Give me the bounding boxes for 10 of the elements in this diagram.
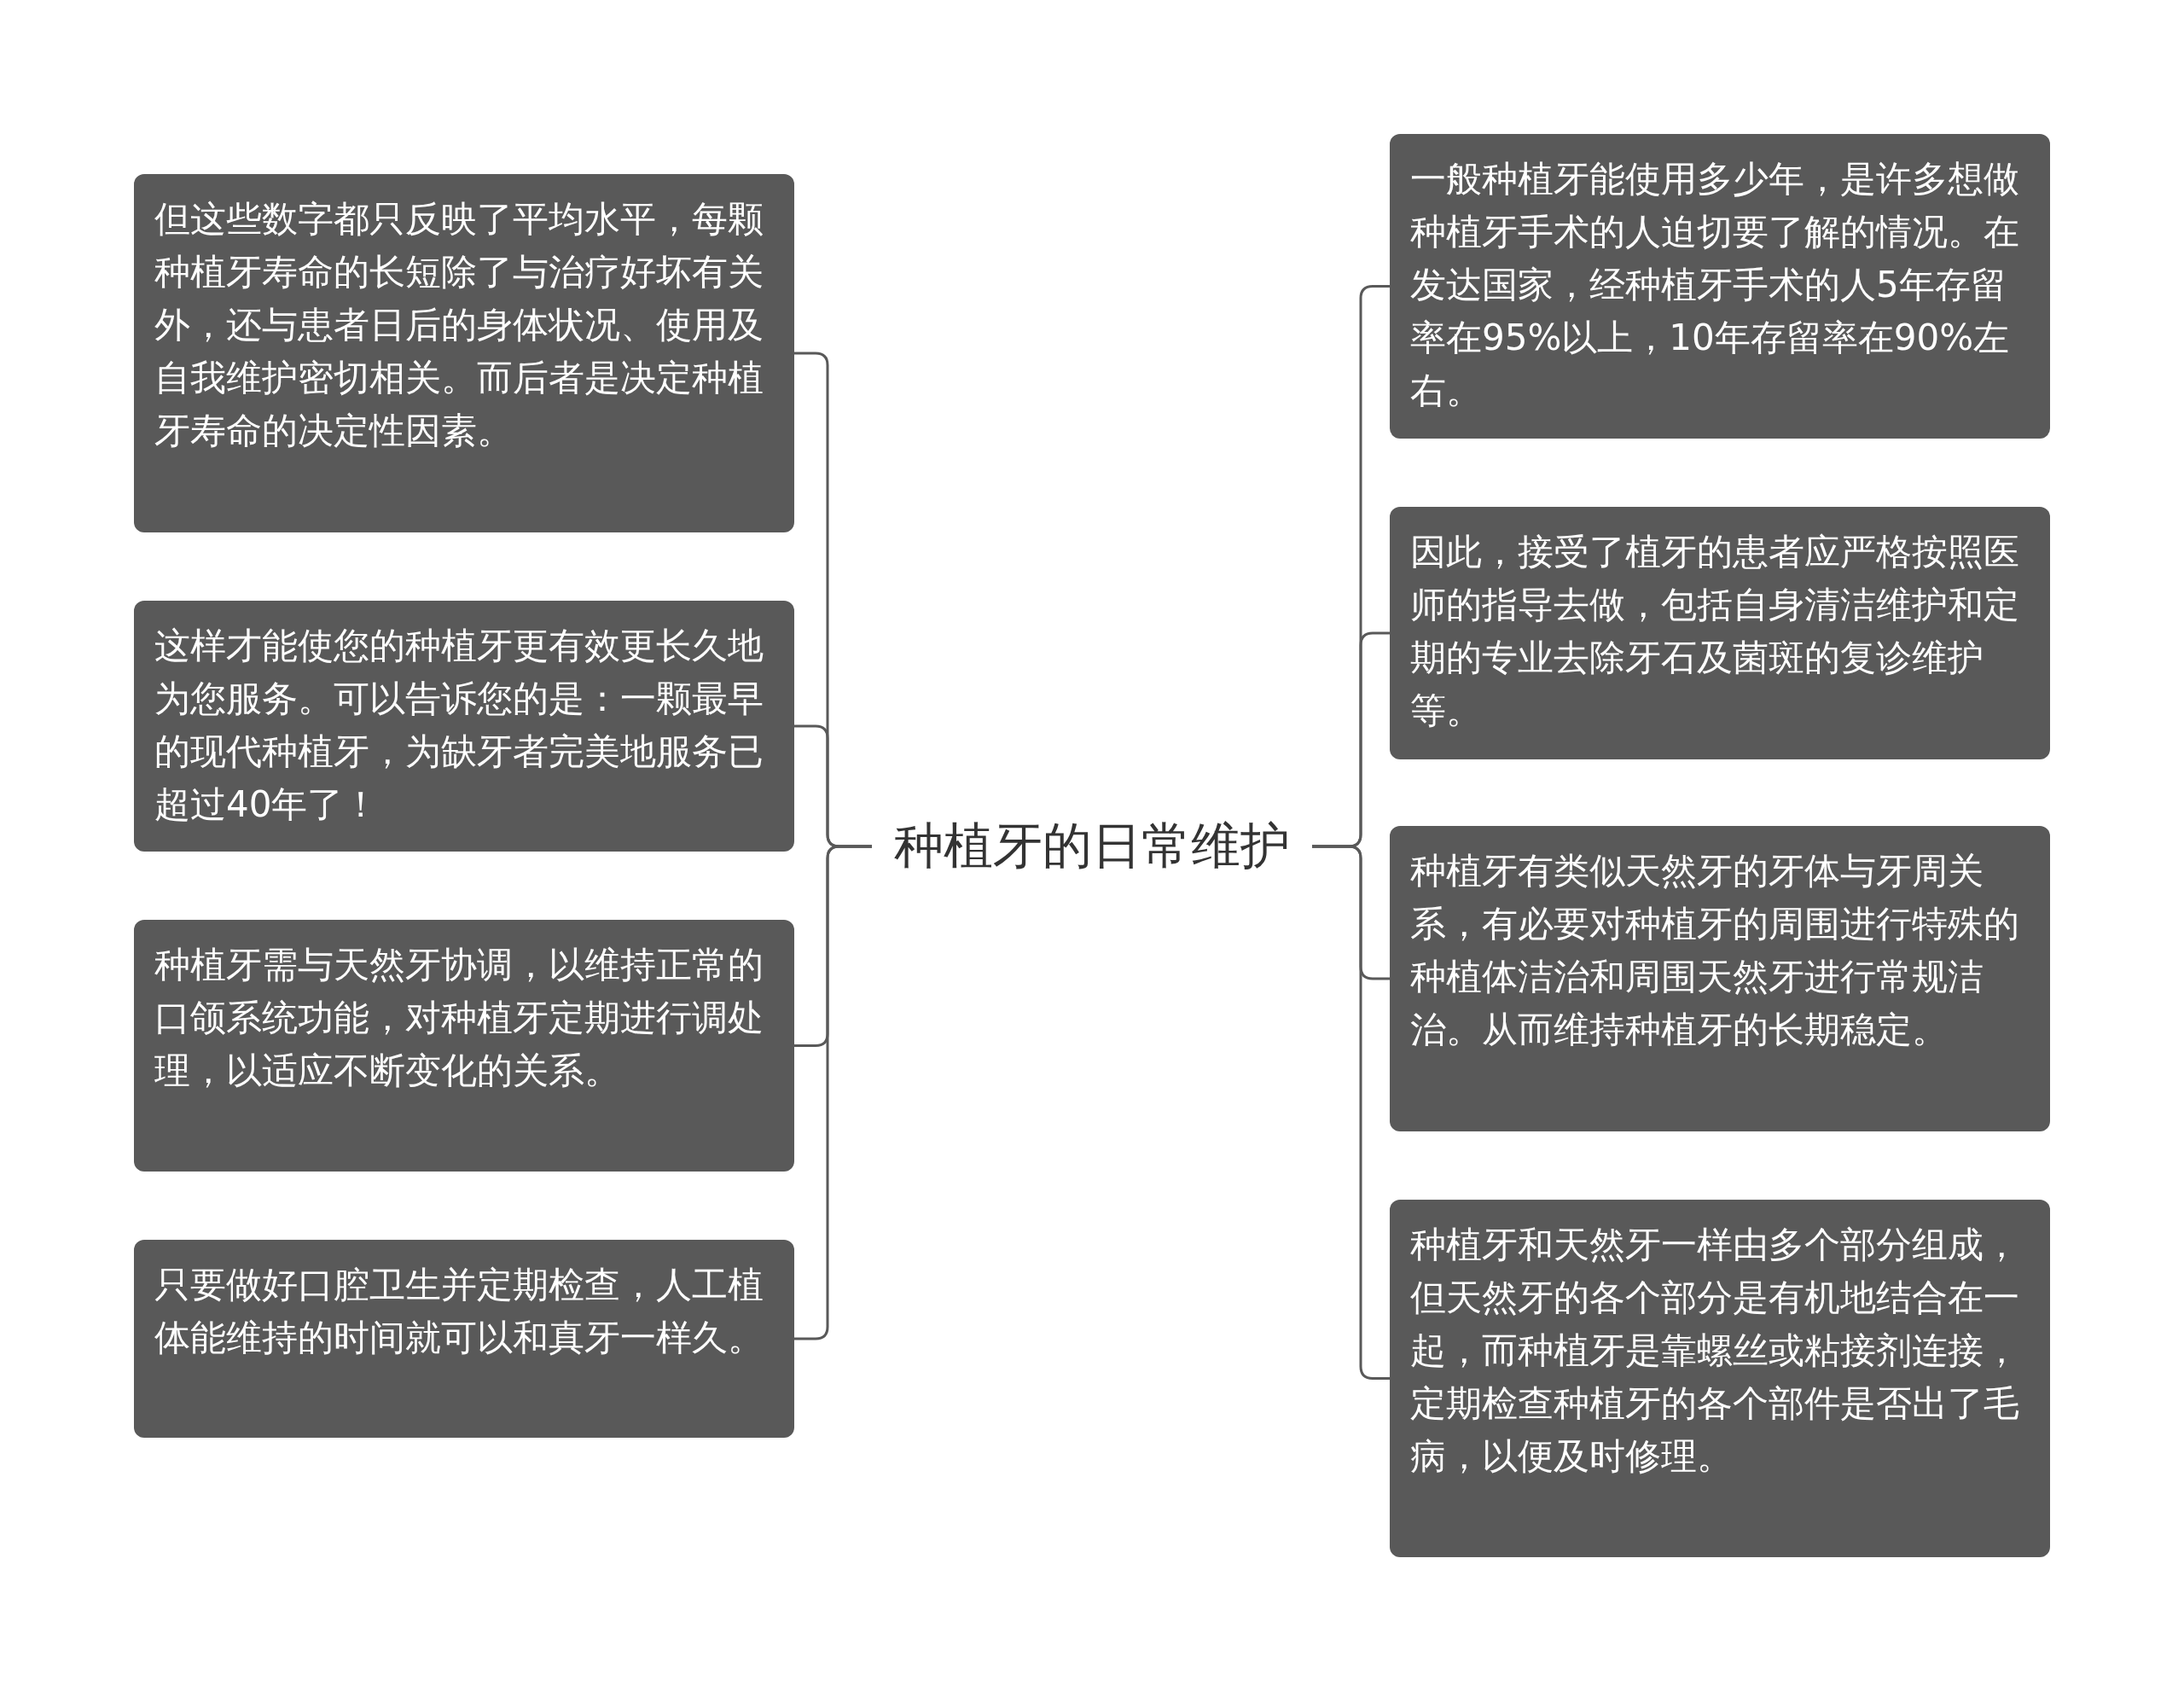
text-box: 一般种植牙能使用多少年，是许多想做种植牙手术的人迫切要了解的情况。在发达国家，经种植牙手术的人5年存留率在95%以上，10年存留率在90%左右。: [1390, 134, 2050, 439]
text-box: 因此，接受了植牙的患者应严格按照医师的指导去做，包括自身清洁维护和定期的专业去除牙石及菌斑的复诊维护等。: [1390, 507, 2050, 759]
central-topic: 种植牙的日常维护: [894, 816, 1290, 876]
text-box: 只要做好口腔卫生并定期检查，人工植体能维持的时间就可以和真牙一样久。: [134, 1240, 794, 1438]
text-box: 种植牙有类似天然牙的牙体与牙周关系，有必要对种植牙的周围进行特殊的种植体洁治和周围天然牙进行常规洁治。从而维持种植牙的长期稳定。: [1390, 826, 2050, 1131]
text-box: 但这些数字都只反映了平均水平，每颗种植牙寿命的长短除了与治疗好坏有关外，还与患者日后的身体状况、使用及自我维护密切相关。而后者是决定种植牙寿命的决定性因素。: [134, 174, 794, 532]
text-box: 种植牙和天然牙一样由多个部分组成，但天然牙的各个部分是有机地结合在一起，而种植牙是靠螺丝或粘接剂连接，定期检查种植牙的各个部件是否出了毛病，以便及时修理。: [1390, 1200, 2050, 1557]
connector: [794, 845, 872, 1340]
text-box: 种植牙需与天然牙协调，以维持正常的口颌系统功能，对种植牙定期进行调处理，以适应不断变化的关系。: [134, 920, 794, 1172]
text-box: 这样才能使您的种植牙更有效更长久地为您服务。可以告诉您的是：一颗最早的现代种植牙，为缺牙者完美地服务已超过40年了！: [134, 601, 794, 852]
